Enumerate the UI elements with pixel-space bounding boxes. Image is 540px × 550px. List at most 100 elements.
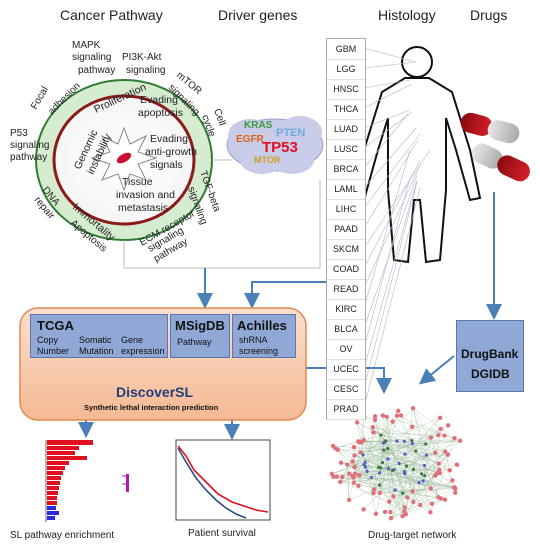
svg-text:apoptosis: apoptosis <box>138 107 183 119</box>
network-drug-node <box>418 502 423 508</box>
network-drug-node <box>356 483 361 489</box>
cancer-type-item: HNSC <box>327 79 365 100</box>
pill-icon-2 <box>471 143 530 182</box>
network-drug-node <box>405 495 410 500</box>
network-drug-node <box>428 435 434 440</box>
svg-text:Evading: Evading <box>150 133 188 145</box>
caption-survival: Patient survival <box>188 528 256 539</box>
hallmarks-ring <box>35 79 213 241</box>
network-drug-node <box>352 471 358 476</box>
network-target-node <box>417 481 421 485</box>
network-drug-node <box>370 425 375 430</box>
network-target-node <box>414 449 418 453</box>
network-target-node <box>404 464 409 468</box>
network-drug-node <box>445 423 451 428</box>
network-drug-node <box>388 509 393 515</box>
msigdb-box: MSigDB Pathway <box>170 314 230 358</box>
hallmark-anti-growth: Evading anti-growth signals <box>145 133 197 171</box>
cancer-type-item: COAD <box>327 259 365 280</box>
network-drug-node <box>429 501 435 506</box>
network-drug-node <box>445 452 451 457</box>
histology-leader-lines <box>363 47 431 409</box>
svg-text:signaling: signaling <box>10 140 49 151</box>
network-target-node <box>422 463 427 468</box>
network-drug-node <box>372 414 378 419</box>
network-target-node <box>379 466 383 470</box>
network-drug-node <box>452 436 457 441</box>
network-drug-node <box>443 449 448 454</box>
gene-tp53: TP53 <box>262 139 298 156</box>
network-drug-node <box>454 462 460 467</box>
pill-icon-1 <box>460 112 520 144</box>
network-drug-node <box>402 505 407 510</box>
pathway-mapk: MAPK signaling pathway <box>72 40 115 76</box>
network-drug-node <box>346 497 352 503</box>
network-drug-node <box>428 486 434 491</box>
network-drug-node <box>350 459 355 464</box>
network-drug-node <box>329 471 334 477</box>
network-target-node <box>424 442 428 446</box>
network-target-node <box>423 474 427 478</box>
network-drug-node <box>352 453 357 458</box>
network-drug-node <box>433 450 438 456</box>
network-drug-node <box>351 480 357 486</box>
cancer-type-item: LAML <box>327 179 365 200</box>
msigdb-title: MSigDB <box>175 318 225 333</box>
tcga-title: TCGA <box>37 318 74 333</box>
network-drug-node <box>371 490 376 496</box>
cancer-type-item: PAAD <box>327 219 365 240</box>
network-drug-node <box>382 509 388 515</box>
network-target-node <box>387 466 391 471</box>
network-drug-node <box>373 511 379 516</box>
cancer-type-item: BLCA <box>327 319 365 340</box>
svg-text:pathway: pathway <box>78 65 115 76</box>
network-drug-node <box>447 468 452 473</box>
svg-text:pathway: pathway <box>10 152 47 163</box>
cancer-type-item: LIHC <box>327 199 365 220</box>
network-drug-node <box>354 420 360 425</box>
network-drug-node <box>387 499 392 504</box>
svg-text:invasion and: invasion and <box>116 189 175 201</box>
network-drug-node <box>436 495 441 500</box>
network-drug-node <box>361 507 366 512</box>
network-drug-node <box>453 490 458 495</box>
discoversl-title: DiscoverSL <box>116 384 194 400</box>
cancer-type-item: OV <box>327 339 365 360</box>
svg-text:MAPK: MAPK <box>72 40 101 51</box>
network-target-node <box>380 460 385 465</box>
network-drug-node <box>371 487 377 492</box>
network-drug-node <box>351 475 356 480</box>
network-target-node <box>363 460 367 464</box>
network-drug-node <box>402 509 407 514</box>
network-drug-node <box>347 471 352 476</box>
cancer-type-item: GBM <box>327 39 365 60</box>
network-drug-node <box>384 414 389 419</box>
network-drug-node <box>398 413 404 418</box>
network-target-node <box>397 461 401 466</box>
header-driver-genes: Driver genes <box>218 7 297 23</box>
cancer-type-item: LUSC <box>327 139 365 160</box>
network-target-node <box>362 463 366 467</box>
network-drug-node <box>442 433 447 438</box>
cancer-type-item: SKCM <box>327 239 365 260</box>
network-drug-node <box>351 444 357 450</box>
network-target-node <box>393 488 397 492</box>
network-target-node <box>421 479 425 483</box>
network-drug-node <box>457 438 463 443</box>
pathway-p53: P53 signaling pathway <box>10 128 49 163</box>
network-target-node <box>369 475 374 479</box>
network-target-node <box>377 471 382 475</box>
network-target-node <box>365 469 369 473</box>
network-target-node <box>361 453 365 457</box>
header-cancer-pathway: Cancer Pathway <box>60 7 163 23</box>
network-target-node <box>390 468 395 472</box>
network-drug-node <box>436 432 441 438</box>
cancer-type-item: PRAD <box>327 399 365 420</box>
network-drug-node <box>390 419 395 424</box>
network-drug-node <box>394 413 400 418</box>
gene-kras: KRAS <box>244 120 273 131</box>
network-drug-node <box>358 450 363 455</box>
dgidb-label: DGIDB <box>471 367 510 381</box>
